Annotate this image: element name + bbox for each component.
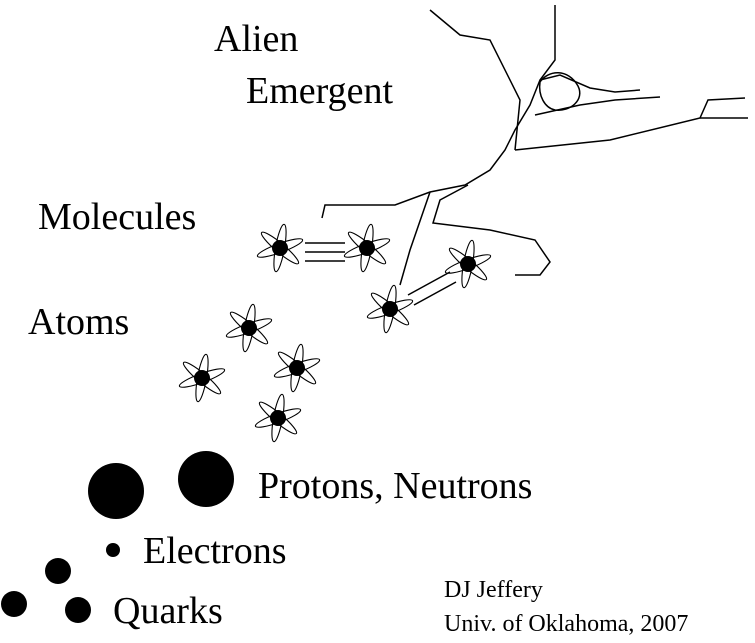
alien-emergent-shape: [321, 5, 748, 286]
label-emergent: Emergent: [246, 70, 394, 112]
label-molecules: Molecules: [38, 196, 197, 238]
proton-dot: [88, 463, 144, 519]
atom-icon: [254, 393, 302, 443]
label-quarks: Quarks: [113, 590, 223, 632]
label-atoms: Atoms: [28, 301, 130, 343]
molecule-atom-icon: [366, 284, 414, 334]
atom-icon: [225, 303, 273, 353]
label-nucleons: Protons, Neutrons: [258, 465, 533, 507]
label-electrons: Electrons: [143, 530, 287, 572]
atom-icon: [273, 343, 321, 393]
atom-icon: [178, 353, 226, 403]
quark-dot: [65, 597, 91, 623]
label-alien: Alien: [214, 18, 299, 60]
credit-author: DJ Jeffery: [444, 577, 543, 603]
atoms-layer: [178, 223, 492, 443]
neutron-dot: [178, 451, 234, 507]
electron-dot: [106, 543, 120, 557]
molecule-bonds: [305, 242, 457, 306]
credit-affiliation: Univ. of Oklahoma, 2007: [444, 611, 689, 637]
molecule-atom-icon: [256, 223, 304, 273]
molecule-atom-icon: [343, 223, 391, 273]
quark-dot: [1, 591, 27, 617]
quark-dot: [45, 558, 71, 584]
molecule-atom-icon: [444, 239, 492, 289]
